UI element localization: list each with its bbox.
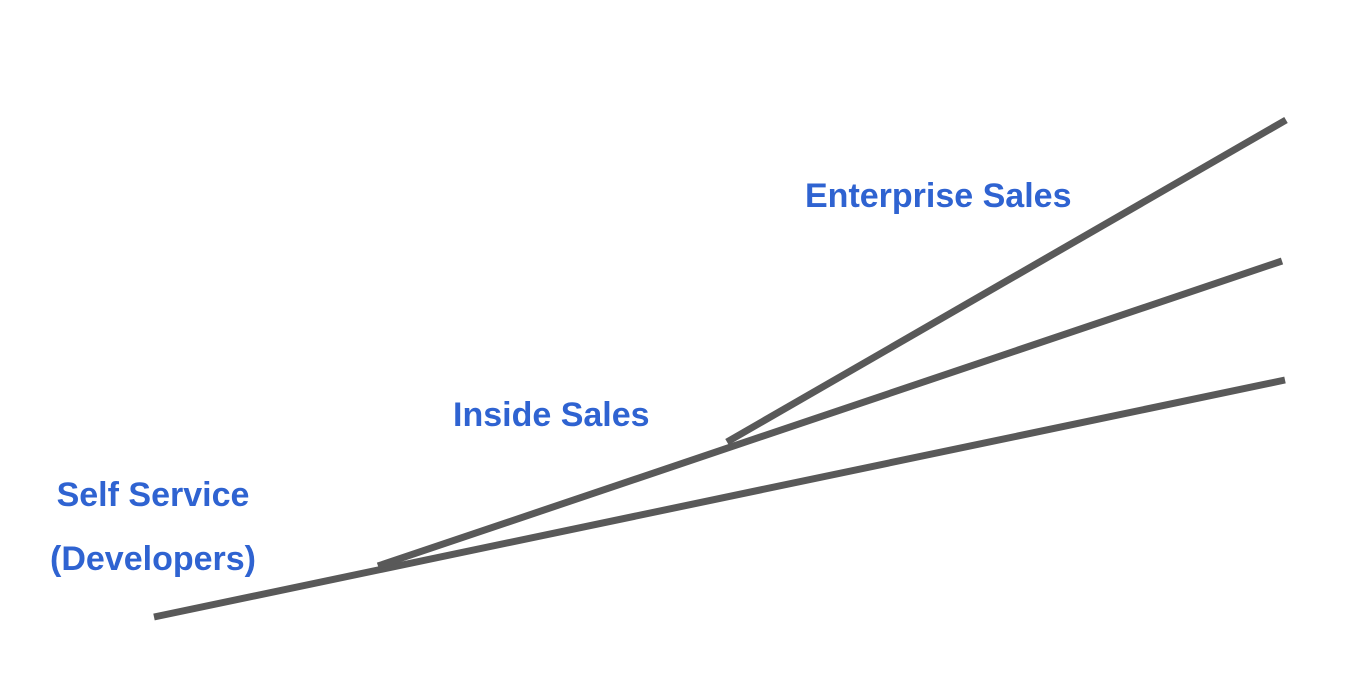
self-service-label: Self Service (Developers): [48, 478, 258, 576]
inside-sales-line: [376, 257, 1284, 570]
enterprise-sales-line: [725, 116, 1288, 446]
self-service-subtitle: (Developers): [50, 540, 256, 578]
self-service-line: [153, 376, 1286, 621]
self-service-title: Self Service: [56, 476, 250, 514]
inside-sales-label: Inside Sales: [453, 396, 650, 434]
enterprise-sales-label: Enterprise Sales: [805, 177, 1072, 215]
